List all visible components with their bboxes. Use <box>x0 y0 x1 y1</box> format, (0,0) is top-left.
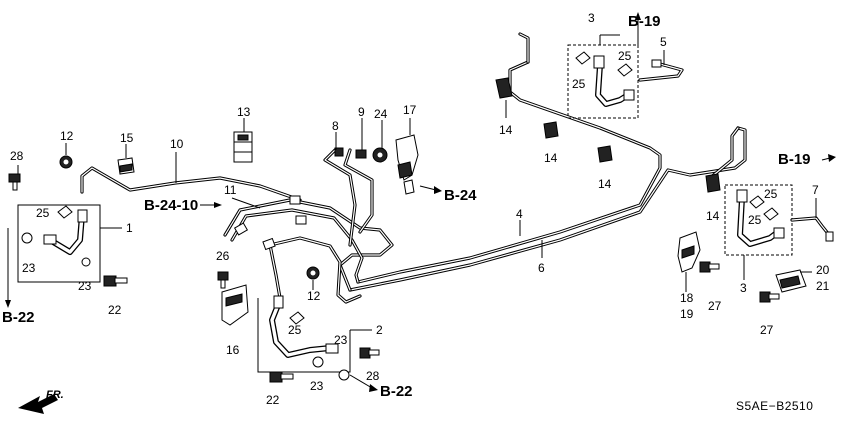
label-2: 2 <box>376 323 383 337</box>
label-25-c: 25 <box>572 77 586 91</box>
diagram-code: S5AE−B2510 <box>736 399 813 413</box>
label-28-top: 28 <box>10 149 24 163</box>
label-14-d: 14 <box>706 209 720 223</box>
label-25-d: 25 <box>618 49 632 63</box>
label-16: 16 <box>226 343 240 357</box>
front-arrow-icon <box>18 394 58 414</box>
label-24: 24 <box>374 107 388 121</box>
label-23-b: 23 <box>78 279 92 293</box>
label-8: 8 <box>332 119 339 133</box>
label-13: 13 <box>237 105 251 119</box>
label-14-a: 14 <box>499 123 513 137</box>
front-left-hose-assembly <box>17 204 101 283</box>
center-pipe-bundle <box>223 148 394 304</box>
label-25-b: 25 <box>288 323 302 337</box>
label-3-bottom: 3 <box>740 281 747 295</box>
label-25-f: 25 <box>764 187 778 201</box>
label-10: 10 <box>170 137 184 151</box>
front-direction-indicator: FR. <box>18 389 64 414</box>
ref-b22-left[interactable]: B-22 <box>2 309 35 326</box>
label-23-c: 23 <box>334 333 348 347</box>
label-26: 26 <box>216 249 230 263</box>
leader-lines <box>5 12 836 392</box>
front-label: FR. <box>46 389 64 401</box>
label-6: 6 <box>538 261 545 275</box>
label-23-d: 23 <box>310 379 324 393</box>
label-3-top: 3 <box>588 11 595 25</box>
ref-b22-bottom[interactable]: B-22 <box>380 383 413 400</box>
label-20: 20 <box>816 263 830 277</box>
ref-b24[interactable]: B-24 <box>444 187 477 204</box>
label-25-e: 25 <box>748 213 762 227</box>
pipe-clips-14 <box>495 77 721 193</box>
part-number-labels: 1 2 3 3 4 5 6 7 8 9 10 11 12 12 13 14 14… <box>10 11 830 407</box>
label-25-a: 25 <box>36 206 50 220</box>
ref-b24-10[interactable]: B-24-10 <box>144 197 198 214</box>
label-11: 11 <box>224 183 237 197</box>
label-22-left: 22 <box>108 303 122 317</box>
label-9: 9 <box>358 105 365 119</box>
label-19: 19 <box>680 307 694 321</box>
label-12-top: 12 <box>60 129 74 143</box>
label-14-c: 14 <box>598 177 612 191</box>
label-14-b: 14 <box>544 151 558 165</box>
front-brake-pipe <box>80 166 302 202</box>
label-22-bottom: 22 <box>266 393 280 407</box>
rear-left-hose-assembly <box>567 44 684 119</box>
label-28-bottom: 28 <box>366 369 380 383</box>
ref-b19-top[interactable]: B-19 <box>628 13 661 30</box>
label-17: 17 <box>403 103 417 117</box>
label-7: 7 <box>812 183 819 197</box>
label-5: 5 <box>660 35 667 49</box>
label-23-a: 23 <box>22 261 36 275</box>
label-27-a: 27 <box>708 299 722 313</box>
label-12-bottom: 12 <box>307 289 321 303</box>
reference-callouts: B-19 B-19 B-24 B-24-10 B-22 B-22 <box>2 13 811 400</box>
small-parts <box>8 131 807 383</box>
label-15: 15 <box>120 131 134 145</box>
rear-right-hose-assembly <box>724 184 834 256</box>
ref-b19-right[interactable]: B-19 <box>778 151 811 168</box>
front-right-hose-assembly <box>257 295 351 381</box>
label-27-b: 27 <box>760 323 774 337</box>
label-4: 4 <box>516 207 523 221</box>
label-21: 21 <box>816 279 830 293</box>
label-1: 1 <box>126 221 133 235</box>
label-18: 18 <box>680 291 694 305</box>
